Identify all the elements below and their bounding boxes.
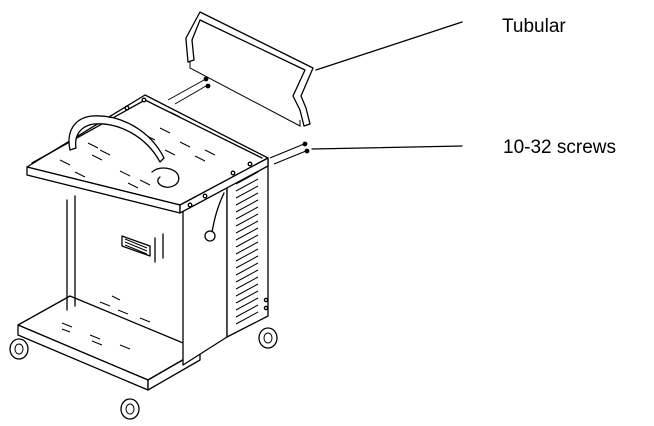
tubular-handle — [185, 11, 314, 127]
callout-tubular: Tubular — [502, 16, 566, 37]
bottom-shelf-markings — [61, 295, 151, 350]
caster-front-left — [9, 338, 29, 360]
callout-screws: 10-32 screws — [503, 137, 616, 158]
cabinet-side-panel — [182, 157, 269, 366]
screws-upper — [167, 76, 211, 105]
shelf-handle — [68, 115, 165, 163]
rear-vent — [124, 238, 148, 255]
screws-lower — [269, 141, 310, 165]
rear-frame — [66, 195, 164, 311]
bottom-shelf — [17, 295, 201, 391]
leader-line-tubular — [315, 21, 463, 71]
top-shelf — [26, 94, 269, 214]
caster-front-right — [120, 398, 140, 420]
leader-line-screws — [311, 145, 463, 150]
caster-back-right — [258, 327, 278, 349]
side-vent — [235, 171, 259, 325]
